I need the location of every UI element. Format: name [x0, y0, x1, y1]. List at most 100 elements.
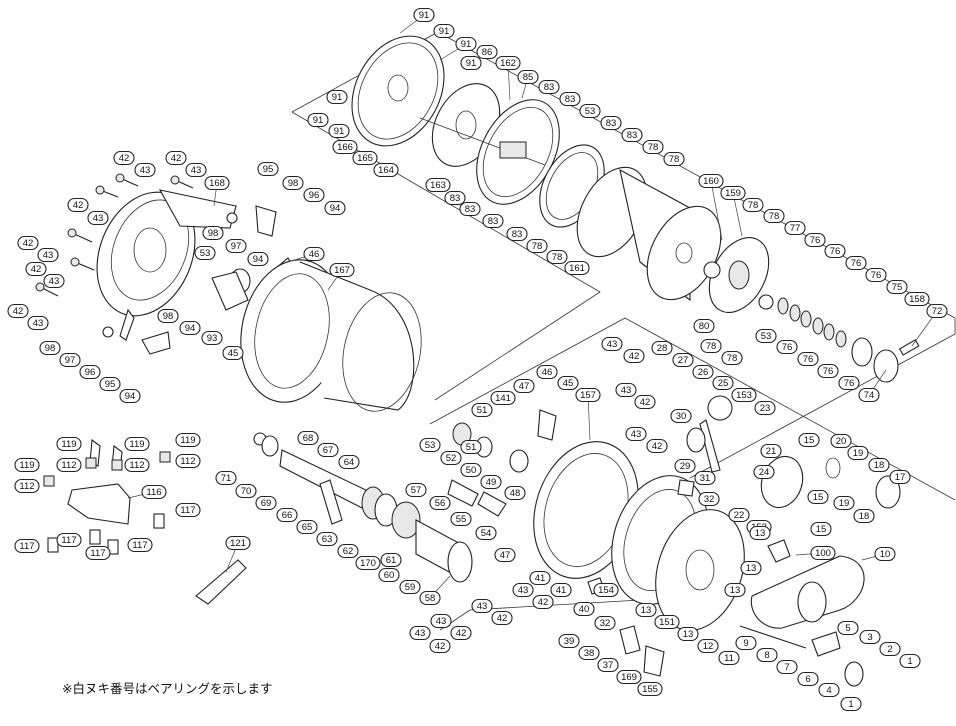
callout-number: 1 — [907, 656, 912, 667]
callout-bubble — [124, 436, 150, 452]
part-number-callout: 154 — [593, 582, 619, 598]
callout-bubble — [247, 251, 269, 267]
callout-bubble — [845, 255, 867, 271]
part-number-callout: 1 — [840, 696, 862, 712]
callout-number: 43 — [93, 213, 104, 224]
part-number-callout: 112 — [56, 457, 82, 473]
callout-bubble — [405, 482, 427, 498]
part-number-callout: 117 — [56, 532, 82, 548]
part-number-callout: 43 — [37, 247, 59, 263]
part-number-callout: 9 — [735, 635, 757, 651]
part-number-callout: 3 — [859, 629, 881, 645]
callout-number: 83 — [465, 204, 476, 215]
callout-bubble — [840, 696, 862, 712]
callout-number: 19 — [853, 448, 864, 459]
part-number-callout: 43 — [615, 382, 637, 398]
callout-bubble — [575, 387, 601, 403]
callout-number: 80 — [699, 321, 710, 332]
callout-bubble — [475, 525, 497, 541]
callout-bubble — [99, 376, 121, 392]
callout-bubble — [859, 629, 881, 645]
callout-number: 166 — [337, 142, 353, 153]
callout-number: 160 — [703, 176, 719, 187]
part-number-callout: 153 — [731, 387, 757, 403]
part-number-callout: 43 — [43, 273, 65, 289]
part-number-callout: 80 — [693, 318, 715, 334]
part-number-callout: 42 — [67, 197, 89, 213]
callout-bubble — [127, 537, 153, 553]
callout-bubble — [529, 570, 551, 586]
part-number-callout: 119 — [56, 436, 82, 452]
part-number-callout: 65 — [296, 519, 318, 535]
callout-number: 22 — [734, 510, 745, 521]
part-number-callout: 112 — [124, 457, 150, 473]
callout-number: 23 — [760, 403, 771, 414]
callout-bubble — [615, 382, 637, 398]
part-number-callout: 42 — [429, 638, 451, 654]
callout-number: 78 — [669, 154, 680, 165]
callout-bubble — [316, 531, 338, 547]
callout-bubble — [579, 103, 601, 119]
spool — [576, 166, 722, 302]
callout-bubble — [886, 279, 908, 295]
part-number-callout: 41 — [550, 582, 572, 598]
callout-bubble — [692, 364, 714, 380]
callout-number: 78 — [727, 353, 738, 364]
part-number-callout: 2 — [879, 641, 901, 657]
part-number-callout: 98 — [202, 225, 224, 241]
part-number-callout: 63 — [316, 531, 338, 547]
main-gear-train — [253, 432, 473, 583]
callout-bubble — [17, 235, 39, 251]
part-number-callout: 28 — [651, 340, 673, 356]
callout-bubble — [326, 89, 348, 105]
callout-number: 62 — [343, 546, 354, 557]
callout-bubble — [663, 151, 685, 167]
callout-number: 43 — [477, 601, 488, 612]
callout-bubble — [804, 232, 826, 248]
callout-number: 42 — [31, 264, 42, 275]
callout-bubble — [124, 457, 150, 473]
part-number-callout: 13 — [635, 602, 657, 618]
callout-bubble — [718, 650, 740, 666]
callout-bubble — [276, 507, 298, 523]
callout-bubble — [874, 546, 896, 562]
callout-bubble — [651, 340, 673, 356]
part-number-callout: 22 — [728, 507, 750, 523]
callout-number: 6 — [805, 674, 810, 685]
callout-bubble — [694, 470, 716, 486]
part-number-callout: 15 — [807, 489, 829, 505]
part-number-callout: 112 — [14, 478, 40, 494]
callout-bubble — [830, 433, 852, 449]
callout-number: 169 — [621, 672, 637, 683]
part-number-callout: 42 — [491, 610, 513, 626]
callout-bubble — [27, 315, 49, 331]
callout-bubble — [755, 328, 777, 344]
part-number-callout: 170 — [355, 555, 381, 571]
part-number-callout: 155 — [637, 681, 663, 697]
callout-bubble — [25, 261, 47, 277]
callout-number: 74 — [864, 390, 875, 401]
callout-bubble — [642, 139, 664, 155]
callout-bubble — [720, 185, 746, 201]
callout-number: 97 — [65, 355, 76, 366]
callout-number: 91 — [466, 58, 477, 69]
part-number-callout: 117 — [14, 538, 40, 554]
callout-bubble — [621, 127, 643, 143]
callout-number: 20 — [836, 436, 847, 447]
rear-gear-plate — [703, 237, 774, 313]
callout-bubble — [307, 112, 329, 128]
part-number-callout: 76 — [797, 351, 819, 367]
callout-number: 24 — [759, 467, 770, 478]
callout-bubble — [235, 483, 257, 499]
part-number-callout: 55 — [450, 511, 472, 527]
callout-number: 70 — [241, 486, 252, 497]
callout-number: 168 — [209, 178, 225, 189]
part-number-callout: 78 — [721, 350, 743, 366]
part-number-callout: 53 — [419, 437, 441, 453]
part-number-callout: 112 — [175, 453, 201, 469]
callout-bubble — [440, 450, 462, 466]
part-number-callout: 30 — [670, 408, 692, 424]
callout-number: 161 — [569, 263, 585, 274]
callout-bubble — [429, 495, 451, 511]
